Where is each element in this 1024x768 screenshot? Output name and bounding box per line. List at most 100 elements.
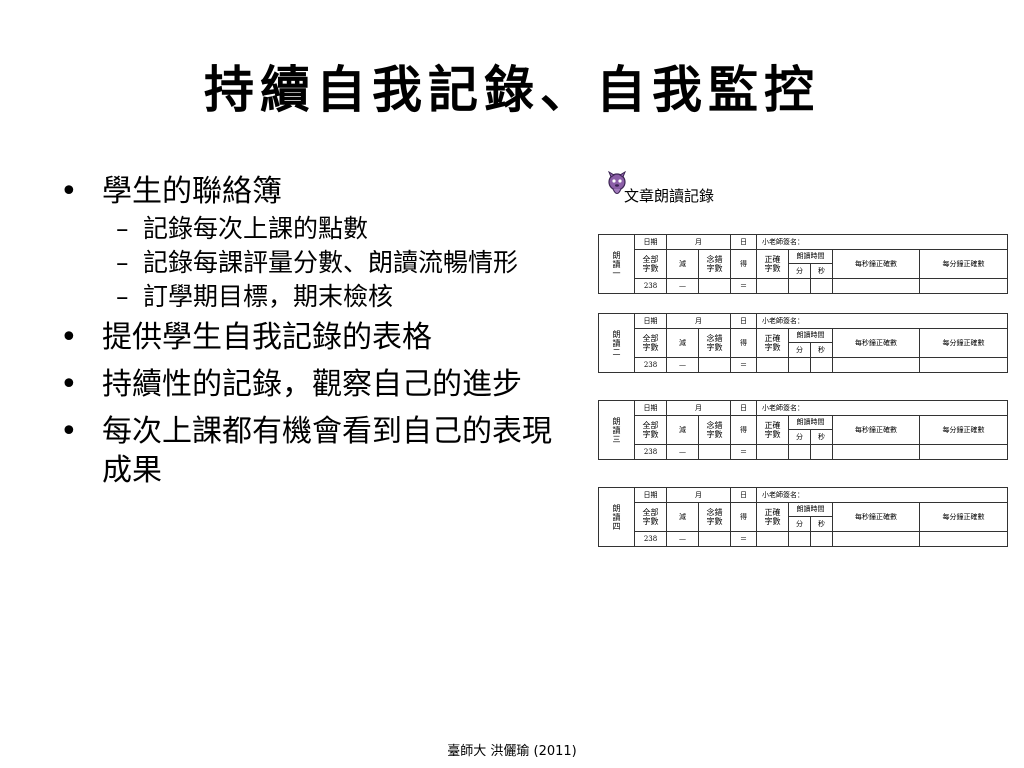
equals-sign: ＝ (730, 444, 757, 460)
table-side-label: 朗讀三 (598, 400, 635, 460)
wrong-words-label: 念錯字數 (698, 328, 731, 358)
per-minute-label: 每分鐘正確數 (918, 502, 1009, 532)
equals-sign: ＝ (730, 278, 757, 294)
bullet-list: • 學生的聯絡簿 –記錄每次上課的點數 –記錄每課評量分數、朗讀流暢情形 –訂學… (60, 172, 560, 498)
seconds-value (810, 278, 833, 294)
sub-bullet-item: –記錄每次上課的點數 (100, 215, 560, 242)
signature-label: 小老師簽名： (755, 487, 1009, 503)
reading-time-cell: 朗讀時間 分 秒 (788, 502, 833, 532)
signature-label: 小老師簽名： (755, 234, 1009, 250)
reading-time-label: 朗讀時間 (789, 504, 832, 517)
per-second-value (832, 357, 920, 373)
per-minute-label: 每分鐘正確數 (918, 328, 1009, 358)
sub-bullet-list: –記錄每次上課的點數 –記錄每課評量分數、朗讀流暢情形 –訂學期目標，期末檢核 (102, 215, 560, 310)
minutes-value (788, 357, 811, 373)
minus-label: 減 (666, 328, 699, 358)
minus-label: 減 (666, 502, 699, 532)
table-row: 朗讀二 日期 月 日 小老師簽名： (598, 313, 1009, 373)
total-words-label: 全部字數 (634, 328, 667, 358)
correct-words-label: 正確字數 (756, 249, 789, 279)
reading-time-cell: 朗讀時間 分 秒 (788, 415, 833, 445)
bullet-item: • 每次上課都有機會看到自己的表現成果 (60, 412, 560, 490)
month-label: 月 (666, 234, 731, 250)
table-row: 238 — ＝ (599, 444, 1009, 460)
correct-words-label: 正確字數 (756, 415, 789, 445)
sub-bullet-dash: – (116, 214, 129, 243)
total-words-label: 全部字數 (634, 502, 667, 532)
minus-label: 減 (666, 249, 699, 279)
minutes-value (788, 278, 811, 294)
month-label: 月 (666, 487, 731, 503)
minus-label: 減 (666, 415, 699, 445)
minutes-label: 分 (790, 430, 811, 444)
table-row: 全部字數 減 念錯字數 得 正確字數 朗讀時間 分 秒 每秒鐘正確數 每分鐘正確… (599, 249, 1009, 279)
minus-sign: — (666, 278, 699, 294)
reading-time-label: 朗讀時間 (789, 417, 832, 430)
total-value: 238 (634, 444, 667, 460)
minutes-label: 分 (790, 517, 811, 531)
minutes-value (788, 444, 811, 460)
table-row: 朗讀三 日期 月 日 小老師簽名： (598, 400, 1009, 460)
minutes-label: 分 (790, 264, 811, 278)
day-label: 日 (730, 313, 757, 329)
correct-value (756, 444, 789, 460)
per-second-label: 每秒鐘正確數 (832, 249, 920, 279)
seconds-label: 秒 (818, 346, 825, 354)
per-minute-value (918, 357, 1009, 373)
bullet-text: 每次上課都有機會看到自己的表現成果 (102, 414, 552, 488)
equals-sign: ＝ (730, 357, 757, 373)
table-row: 朗讀一 日期 月 日 小老師簽名： (598, 234, 1009, 294)
bullet-text: 提供學生自我記錄的表格 (102, 320, 432, 355)
bullet-item: • 提供學生自我記錄的表格 (60, 318, 560, 357)
bullet-dot: • (60, 320, 78, 355)
seconds-label: 秒 (818, 433, 825, 441)
date-label: 日期 (634, 234, 667, 250)
table-side-label: 朗讀一 (598, 234, 635, 294)
bullet-dot: • (60, 367, 78, 402)
correct-value (756, 531, 789, 547)
get-label: 得 (730, 502, 757, 532)
get-label: 得 (730, 415, 757, 445)
reading-record-table: 朗讀三 日期 月 日 小老師簽名： 全部字數 減 念錯字數 得 正確字數 朗讀時… (598, 400, 1009, 460)
total-value: 238 (634, 278, 667, 294)
per-second-label: 每秒鐘正確數 (832, 328, 920, 358)
minus-sign: — (666, 531, 699, 547)
wrong-value (698, 278, 731, 294)
minutes-label: 分 (790, 343, 811, 357)
sub-bullet-item: –記錄每課評量分數、朗讀流暢情形 (100, 249, 560, 276)
sub-bullet-dash: – (116, 282, 129, 311)
get-label: 得 (730, 249, 757, 279)
wrong-words-label: 念錯字數 (698, 415, 731, 445)
table-row: 238 — ＝ (599, 531, 1009, 547)
wrong-value (698, 444, 731, 460)
wrong-value (698, 357, 731, 373)
total-value: 238 (634, 357, 667, 373)
month-label: 月 (666, 400, 731, 416)
sub-bullet-text: 記錄每課評量分數、朗讀流暢情形 (143, 248, 519, 277)
wrong-words-label: 念錯字數 (698, 249, 731, 279)
table-side-label: 朗讀四 (598, 487, 635, 547)
table-side-label: 朗讀二 (598, 313, 635, 373)
per-minute-value (918, 278, 1009, 294)
day-label: 日 (730, 487, 757, 503)
reading-record-title: 文章朗讀記錄 (624, 187, 715, 205)
seconds-value (810, 531, 833, 547)
seconds-label: 秒 (818, 267, 825, 275)
seconds-value (810, 444, 833, 460)
total-words-label: 全部字數 (634, 249, 667, 279)
bullet-text: 學生的聯絡簿 (102, 174, 282, 209)
bullet-text: 持續性的記錄，觀察自己的進步 (102, 367, 522, 402)
reading-record-table: 朗讀四 日期 月 日 小老師簽名： 全部字數 減 念錯字數 得 正確字數 朗讀時… (598, 487, 1009, 547)
bullet-dot: • (60, 414, 78, 449)
seconds-label: 秒 (818, 520, 825, 528)
seconds-value (810, 357, 833, 373)
sub-bullet-text: 訂學期目標，期末檢核 (143, 282, 394, 311)
total-value: 238 (634, 531, 667, 547)
date-label: 日期 (634, 400, 667, 416)
reading-record-table: 朗讀二 日期 月 日 小老師簽名： 全部字數 減 念錯字數 得 正確字數 朗讀時… (598, 313, 1009, 373)
correct-words-label: 正確字數 (756, 328, 789, 358)
correct-value (756, 278, 789, 294)
total-words-label: 全部字數 (634, 415, 667, 445)
date-label: 日期 (634, 313, 667, 329)
reading-record-table: 朗讀一 日期 月 日 小老師簽名： 全部字數 減 念錯字數 得 正確字數 朗讀時… (598, 234, 1009, 294)
